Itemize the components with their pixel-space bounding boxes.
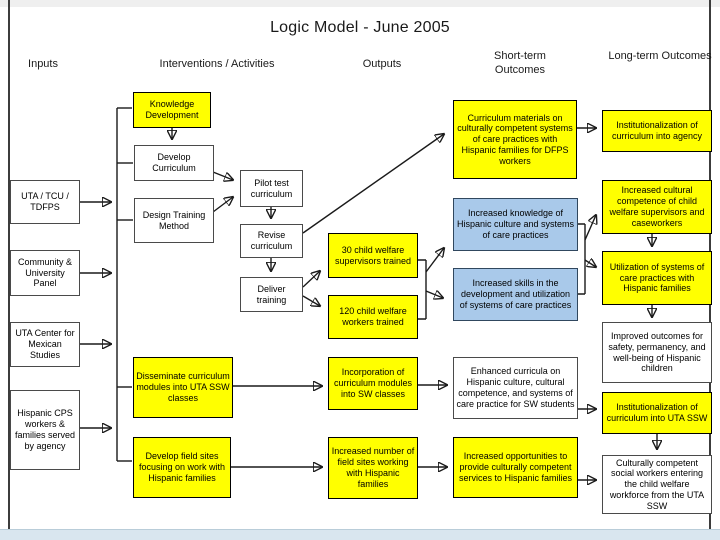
column-header-short-term-outcomes: Short-term Outcomes	[494, 50, 546, 77]
column-header-interventions: Interventions / Activities	[159, 58, 275, 70]
node-enhanced-curricula: Enhanced curricula on Hispanic culture, …	[453, 357, 578, 419]
column-header-long-term-outcomes: Long-term Outcomes	[608, 50, 712, 62]
left-frame-line	[8, 0, 10, 529]
connector-trained-bracket	[418, 259, 427, 320]
diagram-title: Logic Model - June 2005	[270, 19, 450, 36]
node-institutionalization-uta-ssw: Institutionalization of curriculum into …	[602, 392, 712, 434]
node-increased-cultural-competence: Increased cultural competence of child w…	[602, 180, 712, 234]
node-institutionalization-agency: Institutionalization of curriculum into …	[602, 110, 712, 152]
node-culturally-competent-workers: Culturally competent social workers ente…	[602, 455, 712, 514]
node-utilization-systems: Utilization of systems of care practices…	[602, 251, 712, 305]
node-increased-field-sites: Increased number of field sites working …	[328, 437, 418, 499]
connector-design-training-to-pilot	[212, 197, 233, 213]
node-uta-tcu-tdfps: UTA / TCU / TDFPS	[10, 180, 80, 224]
connector-bracket-to-increased-skills	[425, 291, 443, 298]
node-design-training-method: Design Training Method	[134, 198, 214, 243]
connector-knowledge-skills-bracket	[578, 223, 586, 295]
connector-develop-curriculum-to-pilot	[212, 171, 233, 180]
node-disseminate-modules: Disseminate curriculum modules into UTA …	[133, 357, 233, 418]
node-supervisors-trained: 30 child welfare supervisors trained	[328, 233, 418, 278]
node-increased-knowledge: Increased knowledge of Hispanic culture …	[453, 198, 578, 251]
connector-revise-to-curriculum-materials	[302, 134, 444, 234]
bottom-edge-strip	[0, 529, 720, 540]
node-curriculum-materials: Curriculum materials on culturally compe…	[453, 100, 577, 179]
connector-deliver-to-supervisors-trained	[302, 271, 320, 288]
column-header-outputs: Outputs	[362, 58, 402, 70]
node-increased-opportunities: Increased opportunities to provide cultu…	[453, 437, 578, 498]
node-improved-outcomes: Improved outcomes for safety, permanency…	[602, 322, 712, 383]
node-develop-field-sites: Develop field sites focusing on work wit…	[133, 437, 231, 498]
node-uta-center-mexican-studies: UTA Center for Mexican Studies	[10, 322, 80, 367]
node-revise-curriculum: Revise curriculum	[240, 224, 303, 258]
node-develop-curriculum: Develop Curriculum	[134, 145, 214, 181]
node-community-university-panel: Community & University Panel	[10, 250, 80, 296]
node-hispanic-cps-workers: Hispanic CPS workers & families served b…	[10, 390, 80, 470]
node-increased-skills: Increased skills in the development and …	[453, 268, 578, 321]
node-pilot-test-curriculum: Pilot test curriculum	[240, 170, 303, 207]
column-header-inputs: Inputs	[28, 58, 58, 70]
node-knowledge-development: Knowledge Development	[133, 92, 211, 128]
connector-bracket-to-cultural-competence	[584, 215, 596, 241]
connector-bracket-to-increased-knowledge	[425, 248, 444, 273]
connector-bracket-to-utilization	[584, 260, 596, 267]
node-incorporation-modules: Incorporation of curriculum modules into…	[328, 357, 418, 410]
connector-deliver-to-workers-trained	[302, 295, 320, 306]
node-workers-trained: 120 child welfare workers trained	[328, 295, 418, 339]
node-deliver-training: Deliver training	[240, 277, 303, 312]
top-edge-strip	[0, 0, 720, 7]
